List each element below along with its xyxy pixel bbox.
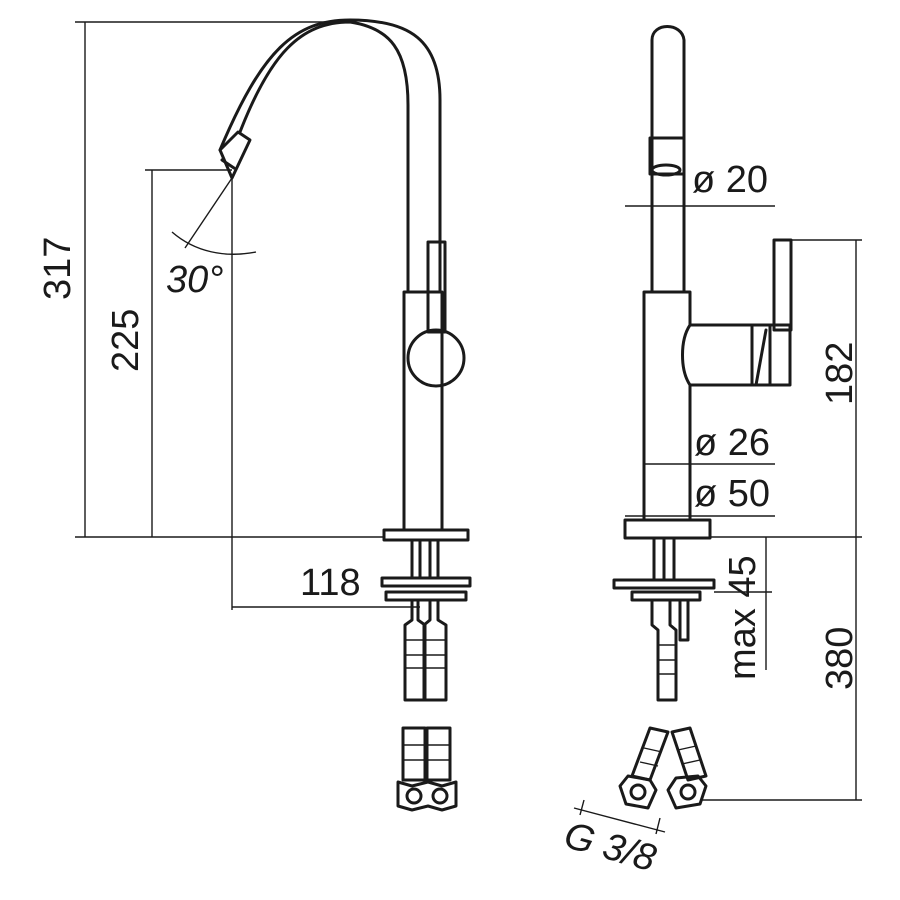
spout-diameter-label: ø 20	[692, 159, 768, 201]
front-view-dimensions: ø 20 182 ø 26 ø 50 max 45 380 G 3/8	[560, 159, 862, 880]
hose-length-label: 380	[819, 627, 861, 690]
base-diameter-label: ø 50	[694, 473, 770, 515]
max-deck-thickness-label: max 45	[722, 555, 764, 680]
spout-angle-label: 30°	[166, 259, 223, 301]
spout-height-label: 225	[105, 309, 147, 372]
connection-thread-label: G 3/8	[560, 814, 661, 880]
body-diameter-label: ø 26	[694, 422, 770, 464]
side-view-dimensions: 317 225 30° 118	[37, 21, 420, 610]
total-height-label: 317	[37, 237, 79, 300]
side-view-faucet	[218, 18, 472, 812]
handle-height-label: 182	[819, 342, 861, 405]
spout-reach-label: 118	[300, 562, 361, 604]
front-view-faucet	[612, 25, 793, 810]
